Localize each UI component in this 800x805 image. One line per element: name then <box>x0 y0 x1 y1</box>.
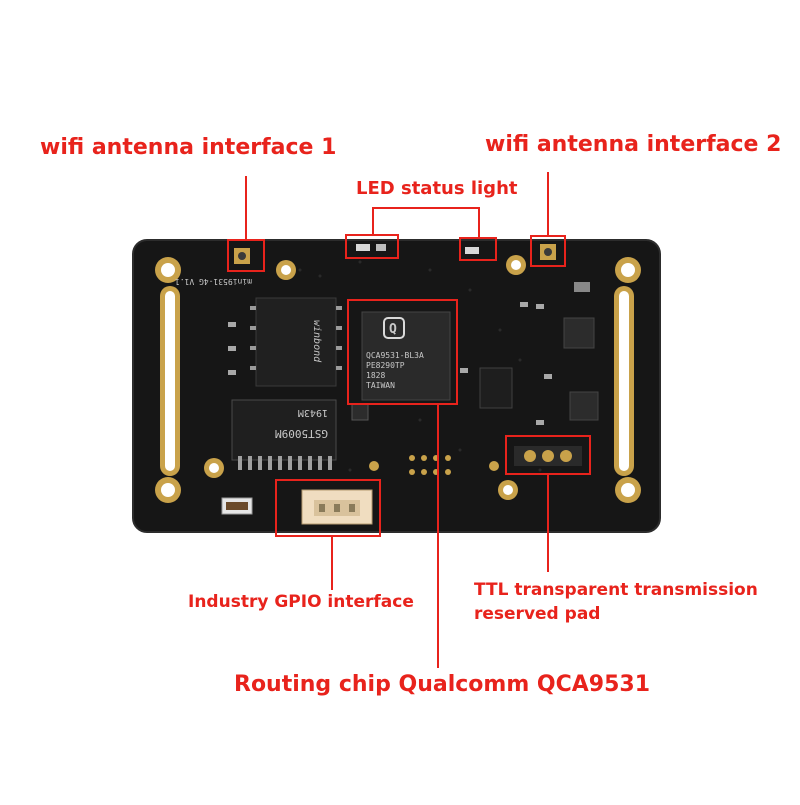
board-name-text: mini9531-4G V1.1 <box>175 277 252 286</box>
flash-chip <box>250 297 342 387</box>
chip-box <box>347 299 458 405</box>
label-wifi-antenna-1: wifi antenna interface 1 <box>40 135 337 160</box>
transformer-text-1: 1943M <box>298 407 328 418</box>
antenna-connectors <box>234 244 556 264</box>
led-parts <box>356 244 479 254</box>
silkscreen-text: mini9531-4G V1.1 winbond 1943M GST5009M … <box>175 277 424 440</box>
label-ttl-line2: reserved pad <box>474 604 601 624</box>
gpio-connector <box>301 489 373 525</box>
transformer-text-2: GST5009M <box>275 427 328 440</box>
chip-logo: Q <box>389 322 397 337</box>
board-slots <box>160 286 634 476</box>
chip-text-4: TAIWAN <box>366 381 395 390</box>
label-routing-chip: Routing chip Qualcomm QCA9531 <box>234 672 651 697</box>
small-components <box>221 282 599 515</box>
gpio-header-pads <box>369 455 499 475</box>
soc-chip <box>361 311 451 401</box>
leader-lines <box>245 172 549 668</box>
ttl-pads <box>514 446 582 466</box>
flash-brand-text: winbond <box>311 320 322 363</box>
chip-text-2: PE8290TP <box>366 361 405 370</box>
chip-text-3: 1828 <box>366 371 385 380</box>
label-wifi-antenna-2: wifi antenna interface 2 <box>485 132 782 157</box>
label-led-status: LED status light <box>356 178 518 199</box>
chip-text-1: QCA9531-BL3A <box>366 351 424 360</box>
gpio-box <box>275 479 381 537</box>
transformer <box>231 399 337 470</box>
label-gpio: Industry GPIO interface <box>188 592 414 612</box>
label-ttl-line1: TTL transparent transmission <box>474 580 758 600</box>
mounting-holes <box>155 255 641 503</box>
